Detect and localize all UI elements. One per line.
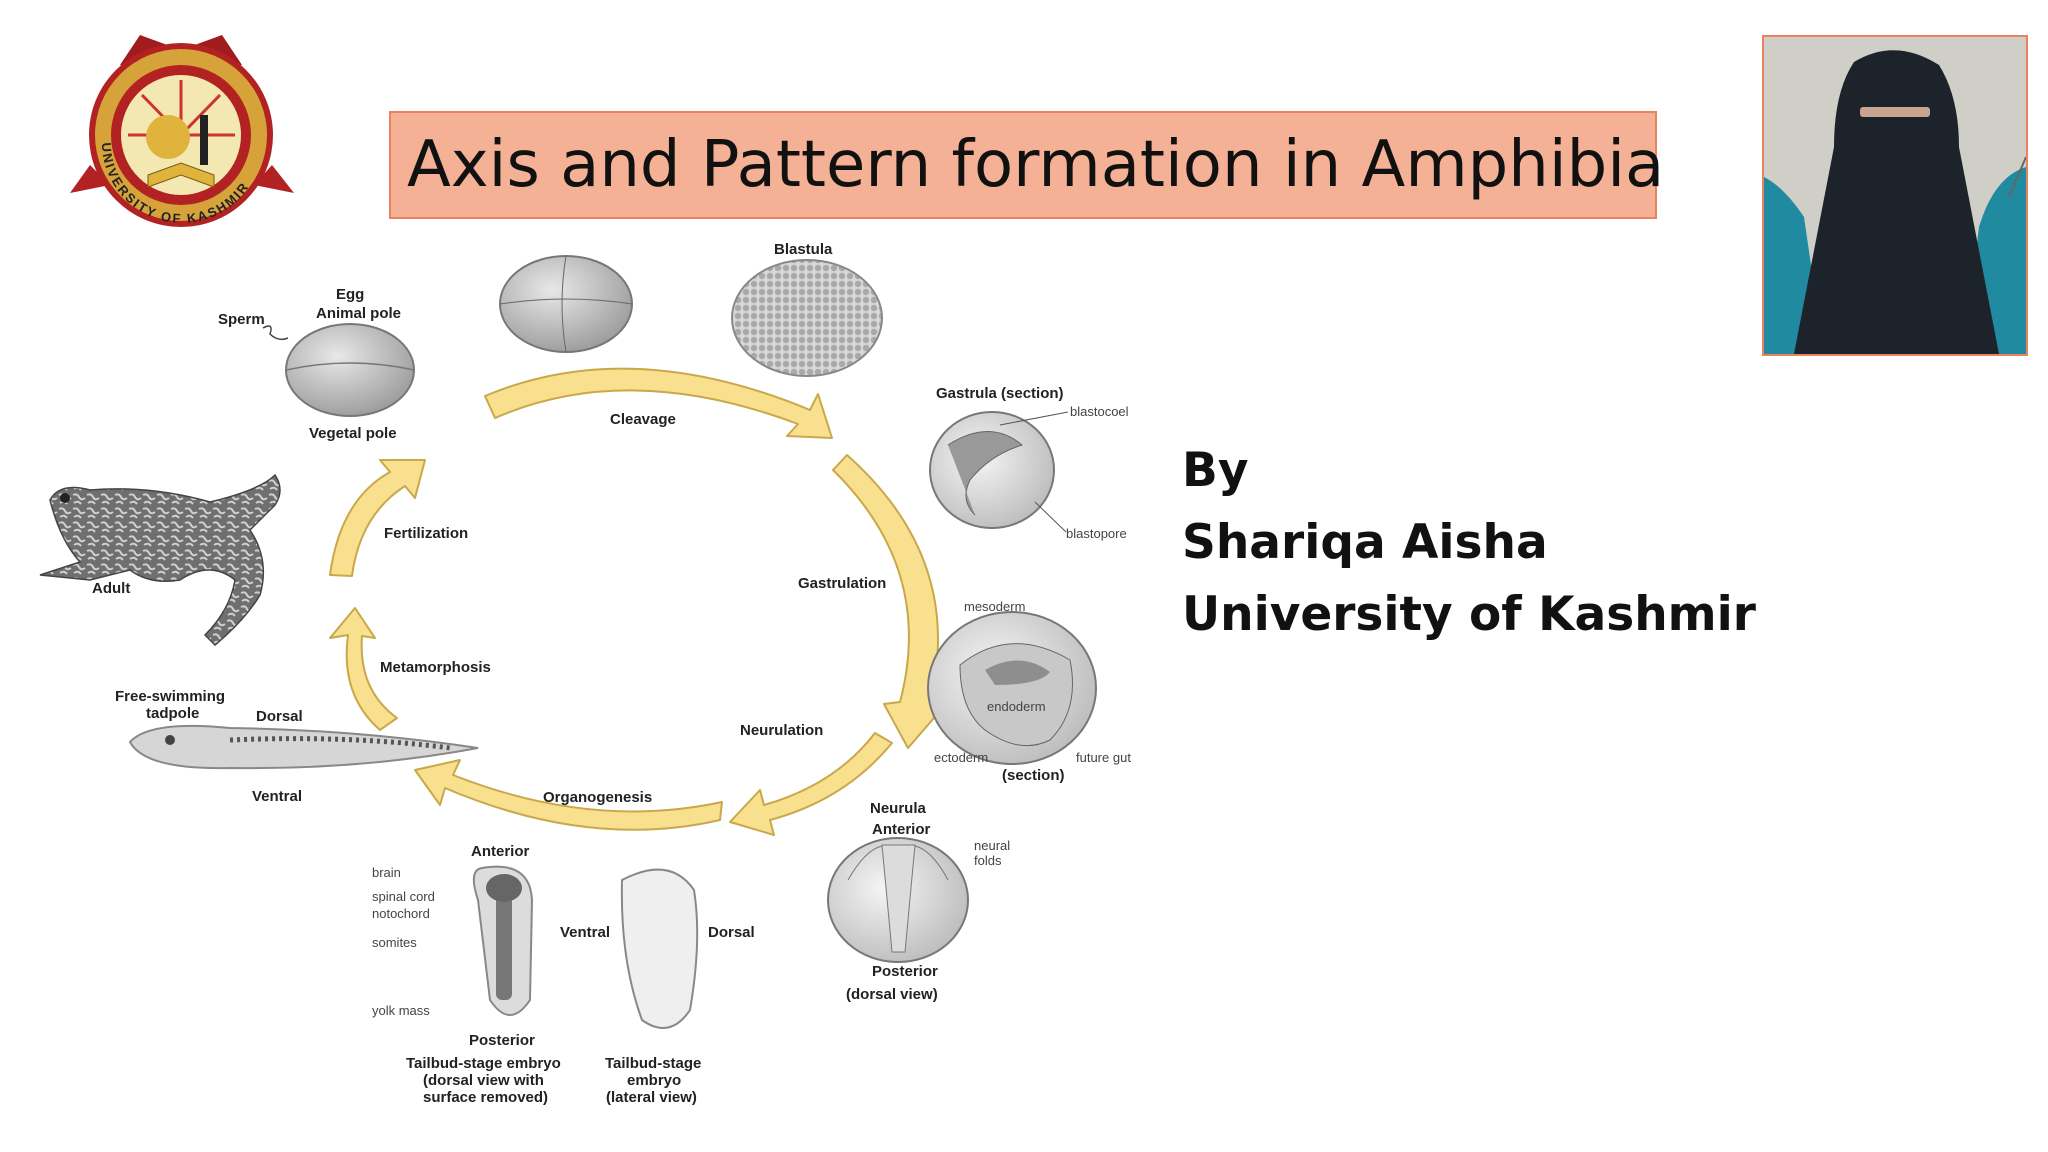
notochord-label: notochord xyxy=(372,906,430,921)
neurula-posterior-label: Posterior xyxy=(872,963,938,980)
tailbud-dorsal-caption-1: Tailbud-stage embryo xyxy=(406,1055,561,1072)
university-seal-icon: UNIVERSITY OF KASHMIR xyxy=(70,35,294,227)
dorsal-view-label: (dorsal view) xyxy=(846,986,938,1003)
somites-label: somites xyxy=(372,935,417,950)
gastrulation-label: Gastrulation xyxy=(798,575,886,592)
title-box: Axis and Pattern formation in Amphibia xyxy=(389,111,1664,219)
sperm-label: Sperm xyxy=(218,311,265,328)
egg-label: Egg xyxy=(336,286,364,303)
mesoderm-label: mesoderm xyxy=(964,599,1025,614)
neurula-label: Neurula xyxy=(870,800,927,817)
two-cell-embryo xyxy=(499,255,633,353)
tailbud-lateral-caption-3: (lateral view) xyxy=(606,1089,697,1106)
neural-folds-label-1: neural xyxy=(974,838,1010,853)
gastrula-label: Gastrula (section) xyxy=(936,385,1064,402)
spinal-cord-label: spinal cord xyxy=(372,889,435,904)
tadpole-illustration xyxy=(128,724,479,770)
tailbud-anterior-label: Anterior xyxy=(471,843,530,860)
mesoderm-section-illustration xyxy=(927,611,1097,765)
ectoderm-label: ectoderm xyxy=(934,750,988,765)
author-affiliation: University of Kashmir xyxy=(1182,587,1756,642)
blastula-label: Blastula xyxy=(774,241,833,258)
cleavage-label: Cleavage xyxy=(610,411,676,428)
frog-life-cycle-diagram: Egg Animal pole Vegetal pole Sperm Blast… xyxy=(39,241,1131,1106)
neurula-anterior-label: Anterior xyxy=(872,821,931,838)
slide-title: Axis and Pattern formation in Amphibia xyxy=(407,128,1665,202)
neurula-illustration xyxy=(827,837,969,963)
blastopore-label: blastopore xyxy=(1066,526,1127,541)
tailbud-dorsal-caption-3: surface removed) xyxy=(423,1089,548,1106)
fertilization-arrow-icon xyxy=(329,459,426,577)
presenter-photo-icon xyxy=(1762,35,2028,356)
egg-illustration xyxy=(262,323,415,417)
blastula-illustration xyxy=(731,259,883,377)
tailbud-dorsal-label: Dorsal xyxy=(708,924,755,941)
tailbud-lateral-caption-1: Tailbud-stage xyxy=(605,1055,701,1072)
author-by: By xyxy=(1182,443,1249,498)
yolk-mass-label: yolk mass xyxy=(372,1003,430,1018)
brain-label: brain xyxy=(372,865,401,880)
section-label: (section) xyxy=(1002,767,1065,784)
adult-frog-illustration xyxy=(39,473,281,647)
organogenesis-arrow-icon xyxy=(414,759,723,831)
organogenesis-label: Organogenesis xyxy=(543,789,652,806)
cleavage-arrow-icon xyxy=(484,367,833,439)
tadpole-label-2: tadpole xyxy=(146,705,199,722)
metamorphosis-label: Metamorphosis xyxy=(380,659,491,676)
tailbud-ventral-label: Ventral xyxy=(560,924,610,941)
blastocoel-label: blastocoel xyxy=(1070,404,1129,419)
fertilization-label: Fertilization xyxy=(384,525,468,542)
tailbud-lateral-illustration xyxy=(620,868,699,1029)
neurulation-label: Neurulation xyxy=(740,722,823,739)
gastrula-illustration xyxy=(929,411,1055,529)
neurulation-arrow-icon xyxy=(729,732,893,836)
author-name: Shariqa Aisha xyxy=(1182,515,1548,570)
tailbud-dorsal-illustration xyxy=(472,865,534,1016)
author-block: By Shariqa Aisha University of Kashmir xyxy=(1182,435,1756,651)
tadpole-label-1: Free-swimming xyxy=(115,688,225,705)
future-gut-label: future gut xyxy=(1076,750,1131,765)
endoderm-label: endoderm xyxy=(987,699,1046,714)
tailbud-lateral-caption-2: embryo xyxy=(627,1072,681,1089)
animal-pole-label: Animal pole xyxy=(316,305,401,322)
tailbud-posterior-label: Posterior xyxy=(469,1032,535,1049)
neural-folds-label-2: folds xyxy=(974,853,1002,868)
tadpole-dorsal-label: Dorsal xyxy=(256,708,303,725)
tadpole-ventral-label: Ventral xyxy=(252,788,302,805)
metamorphosis-arrow-icon xyxy=(329,607,398,731)
vegetal-pole-label: Vegetal pole xyxy=(309,425,397,442)
tailbud-dorsal-caption-2: (dorsal view with xyxy=(423,1072,544,1089)
gastrulation-arrow-icon xyxy=(832,454,947,749)
adult-label: Adult xyxy=(92,580,130,597)
